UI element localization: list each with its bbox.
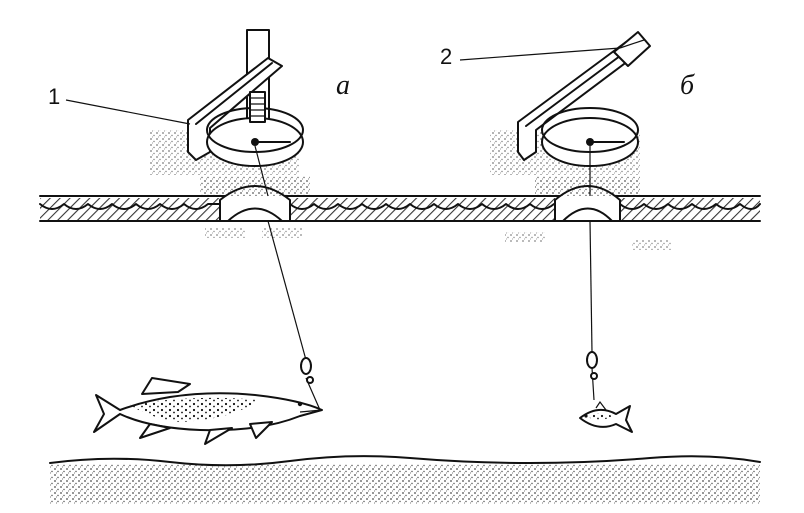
ice-hole-a	[200, 176, 310, 238]
tip-up-b	[490, 31, 651, 401]
ice-hole-b	[505, 176, 672, 250]
river-bottom	[49, 455, 761, 504]
callout-1: 1	[48, 84, 60, 109]
callout-leader-1	[65, 99, 191, 125]
bait-fish	[579, 400, 633, 433]
panel-label-b: б	[680, 70, 695, 101]
callout-2: 2	[440, 44, 452, 69]
panel-label-a: а	[336, 70, 350, 101]
callout-leader-2	[459, 47, 621, 61]
pike-fish	[93, 377, 323, 445]
tip-up-a	[150, 29, 321, 411]
ice-layer	[39, 195, 761, 222]
